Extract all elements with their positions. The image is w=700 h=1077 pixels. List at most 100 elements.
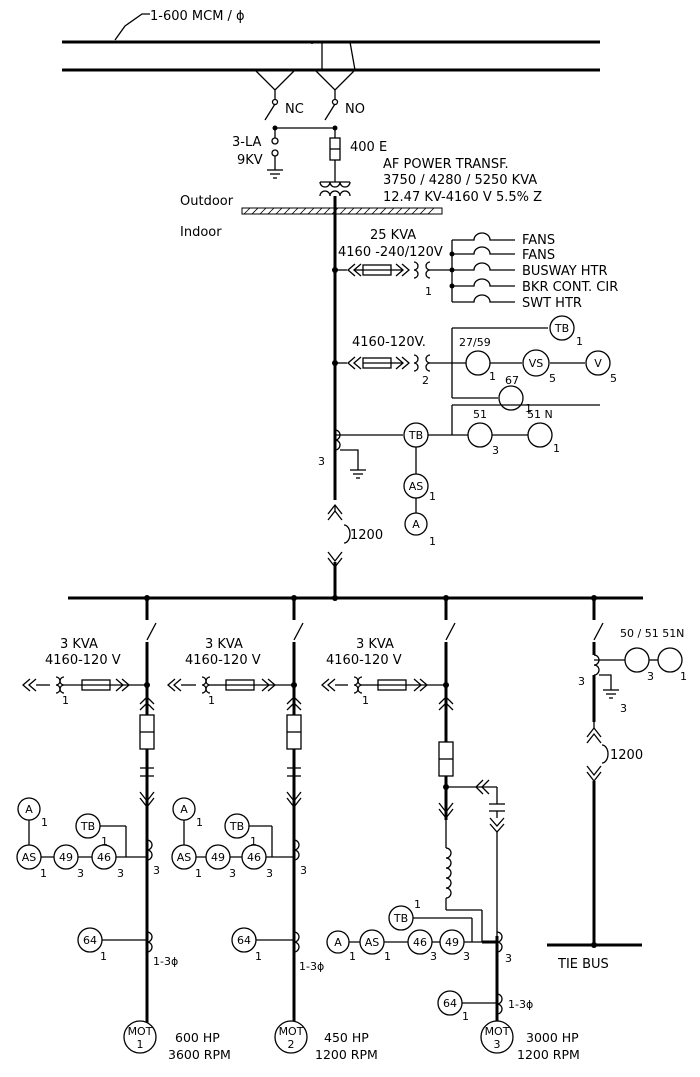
- ammeter-main-label: A: [412, 518, 420, 531]
- motor-2-r49-qty: 3: [229, 867, 236, 880]
- motor-3-r49-label: 49: [445, 936, 459, 949]
- motor-2-r49-label: 49: [211, 851, 225, 864]
- motor-2-r46-qty: 3: [266, 867, 273, 880]
- motor-1-relay-46: 46 3: [91, 844, 124, 880]
- motor-feeder-1: 3 KVA 4160-120 V 1 3 A 1 T: [16, 598, 231, 1062]
- motor-1-ammeter: A 1: [17, 797, 48, 829]
- aux-load-label: FANS: [522, 233, 555, 248]
- arrester-rating: 9KV: [237, 153, 263, 168]
- aux-transformer: 25 KVA 4160 -240/120V 1: [332, 228, 455, 302]
- motor-2-pt-qty: 1: [208, 694, 215, 707]
- arrester-label: 3-LA: [232, 135, 262, 150]
- motor-3-tb: TB 1: [388, 898, 421, 931]
- aux-kva: 25 KVA: [370, 228, 416, 243]
- tie-breaker-rating: 1200: [610, 748, 643, 763]
- motor-1-pt-kva: 3 KVA: [60, 637, 98, 652]
- motor-1-relay-49: 49 3: [53, 844, 84, 880]
- aux-load-label: SWT HTR: [522, 296, 582, 311]
- voltmeter-switch: VS 5: [522, 349, 556, 385]
- motor-2-ammeter-label: A: [180, 803, 188, 816]
- aux-load-label: FANS: [522, 248, 555, 263]
- ammeter-main-qty: 1: [429, 535, 436, 548]
- motor-1-ct-qty: 3: [153, 864, 160, 877]
- motor-2-hp: 450 HP: [324, 1030, 369, 1045]
- motor-feeder-2: 3 KVA 4160-120 V 1 A 1 TB 1: [167, 598, 378, 1062]
- motor-3-ammeter-qty: 1: [349, 950, 356, 963]
- motor-2-r64-label: 64: [237, 934, 251, 947]
- voltmeter-label: V: [594, 357, 602, 370]
- motor-3-relay-49: 49 3: [439, 929, 470, 963]
- motor-1-pt-volts: 4160-120 V: [45, 653, 121, 668]
- vs-qty: 5: [549, 372, 556, 385]
- motor-3-r64-qty: 1: [462, 1010, 469, 1023]
- upper-relays: TB 1 27/59 1 VS 5 V 5 67 1: [451, 315, 617, 415]
- motor-3-as-qty: 1: [384, 950, 391, 963]
- motor-3-hp: 3000 HP: [526, 1030, 579, 1045]
- vs-label: VS: [529, 357, 544, 370]
- motor-feeder-3: 3 KVA 4160-120 V 1: [321, 598, 580, 1062]
- relay-51n-qty: 1: [553, 442, 560, 455]
- relay-67: 67 1: [498, 374, 532, 415]
- main-ct-relays: 3 TB 51 3 51 N 1 AS 1 A 1: [318, 404, 600, 548]
- motor-1-hp: 600 HP: [175, 1030, 220, 1045]
- relay-67-qty: 1: [525, 402, 532, 415]
- motor-1-relay-64: 64 1: [77, 927, 107, 963]
- main-breaker-rating: 1200: [350, 528, 383, 543]
- motor-2-rpm: 1200 RPM: [315, 1047, 378, 1062]
- motor-2-tb: TB 1: [224, 813, 257, 848]
- motor-3-relay-64: 64 1: [437, 990, 469, 1023]
- ammeter-switch-main: AS 1: [403, 473, 436, 503]
- pt-qty: 2: [422, 374, 429, 387]
- motor-3-phase: 1-3ϕ: [508, 998, 533, 1011]
- motor-2-phase: 1-3ϕ: [299, 960, 324, 973]
- motor-2-pt-kva: 3 KVA: [205, 637, 243, 652]
- power-transformer: AF POWER TRANSF. 3750 / 4280 / 5250 KVA …: [319, 157, 542, 205]
- aux-volts: 4160 -240/120V: [338, 245, 443, 260]
- tie-bus-label: TIE BUS: [557, 957, 609, 972]
- motor-1-r49-qty: 3: [77, 867, 84, 880]
- motor-3-pt-volts: 4160-120 V: [326, 653, 402, 668]
- motor-1-phase: 1-3ϕ: [153, 955, 178, 968]
- motor-2-relay-49: 49 3: [205, 844, 236, 880]
- motor-2-ct-qty: 3: [300, 864, 307, 877]
- tie-relay-label: 50 / 51 51N: [620, 627, 684, 640]
- transformer-title: AF POWER TRANSF.: [383, 157, 509, 172]
- motor-1: MOT 1 600 HP 3600 RPM: [123, 1020, 231, 1062]
- ammeter-main: A 1: [404, 512, 436, 548]
- aux-loads: FANS FANS BUSWAY HTR BKR CONT. CIR SWT H…: [452, 232, 618, 311]
- motor-3-r64-label: 64: [443, 997, 457, 1010]
- aux-load: FANS: [452, 232, 555, 248]
- motor-1-tb: TB 1: [75, 813, 108, 848]
- no-switch: NO: [324, 98, 365, 131]
- tie-gnd-qty: 3: [620, 702, 627, 715]
- main-breaker: 1200: [327, 500, 383, 598]
- motor-2-number: 2: [288, 1038, 295, 1051]
- pt-volts: 4160-120V.: [352, 335, 426, 350]
- nc-label: NC: [285, 102, 304, 117]
- tie-relay-qty: 3: [647, 670, 654, 683]
- aux-load: BKR CONT. CIR: [452, 278, 618, 295]
- relay-51: 51 3: [467, 408, 499, 457]
- motor-1-label: MOT: [128, 1025, 153, 1038]
- tie-feeder: 3 3 50 / 51 51N 3 1 1200 TIE BUS: [547, 598, 687, 972]
- tie-ct-qty: 3: [578, 675, 585, 688]
- motor-2-tb-qty: 1: [250, 835, 257, 848]
- relay-67-label: 67: [505, 374, 519, 387]
- motor-2-relay-64: 64 1: [231, 927, 262, 963]
- motor-2-as-label: AS: [177, 851, 192, 864]
- motor-1-ammeter-qty: 1: [41, 816, 48, 829]
- motor-1-ammeter-switch: AS 1: [16, 844, 47, 880]
- motor-3-pt-qty: 1: [362, 694, 369, 707]
- voltmeter: V 5: [585, 350, 617, 385]
- motor-2: MOT 2 450 HP 1200 RPM: [274, 1020, 378, 1062]
- relay-51-qty: 3: [492, 444, 499, 457]
- motor-1-r49-label: 49: [59, 851, 73, 864]
- tb-main-label: TB: [408, 429, 423, 442]
- motor-3-number: 3: [494, 1038, 501, 1051]
- relay-51n-label: 51 N: [527, 408, 553, 421]
- motor-2-r46-label: 46: [247, 851, 261, 864]
- as-main-label: AS: [409, 480, 424, 493]
- motor-3-ammeter-switch: AS 1: [359, 929, 391, 963]
- main-ct-qty: 3: [318, 455, 325, 468]
- transformer-voltage: 12.47 KV-4160 V 5.5% Z: [383, 190, 542, 205]
